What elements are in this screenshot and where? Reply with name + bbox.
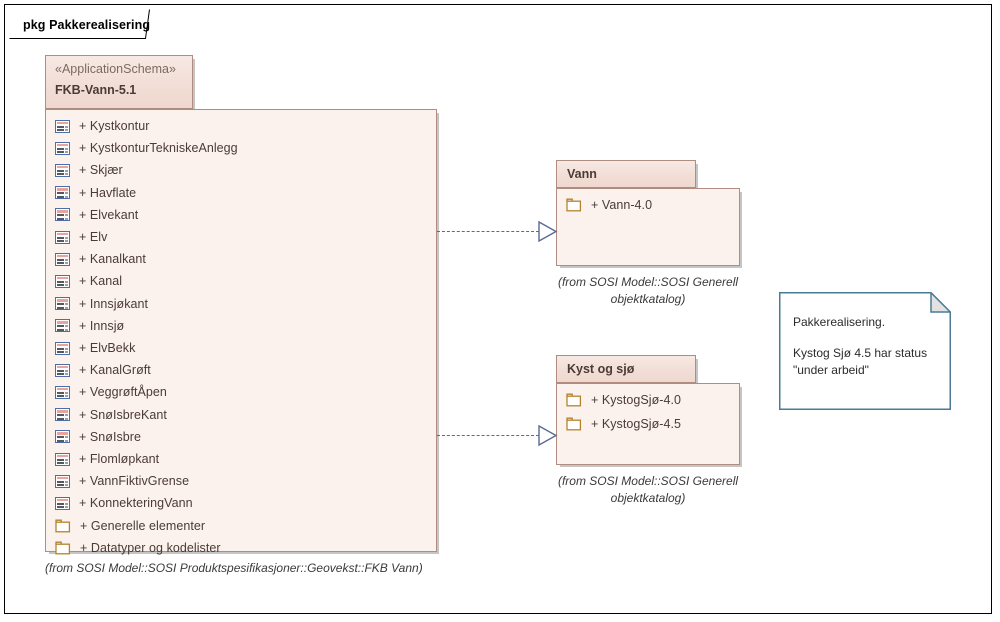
- package-member-row[interactable]: + KystogSjø-4.0: [566, 389, 681, 411]
- package-member-row[interactable]: + Vann-4.0: [566, 194, 652, 216]
- package-member-row[interactable]: + Flomløpkant: [55, 448, 159, 470]
- package-member-label: + KystogSjø-4.0: [591, 393, 682, 407]
- class-icon: [55, 496, 70, 510]
- class-icon: [55, 341, 70, 355]
- kystogsjo-package-caption: (from SOSI Model::SOSI Generell objektka…: [536, 473, 760, 507]
- vann-caption-line1: (from SOSI Model::SOSI Generell: [557, 275, 739, 289]
- package-member-row[interactable]: + SnøIsbreKant: [55, 404, 167, 426]
- package-member-row[interactable]: + Datatyper og kodelister: [55, 537, 221, 559]
- class-icon: [55, 319, 70, 333]
- package-member-row[interactable]: + Skjær: [55, 159, 123, 181]
- class-icon: [55, 297, 70, 311]
- package-member-row[interactable]: + Innsjø: [55, 315, 124, 337]
- vann-package-caption: (from SOSI Model::SOSI Generell objektka…: [536, 274, 760, 308]
- package-member-label: + Kystkontur: [79, 119, 150, 133]
- package-member-row[interactable]: + SnøIsbre: [55, 426, 141, 448]
- class-icon: [55, 385, 70, 399]
- frame-title: pkg Pakkerealisering: [23, 18, 151, 32]
- main-package-body[interactable]: + Kystkontur + KystkonturTekniskeAnlegg + …: [45, 109, 437, 555]
- realization-arrowhead-vann: [538, 221, 558, 242]
- package-member-label: + VannFiktivGrense: [79, 474, 190, 489]
- folder-icon: [566, 393, 582, 407]
- kystogsjo-package-body[interactable]: + KystogSjø-4.0 + KystogSjø-4.5: [556, 383, 740, 465]
- realization-connector-vann[interactable]: [437, 231, 539, 232]
- package-member-label: + Kanalkant: [79, 252, 146, 267]
- class-icon: [55, 252, 70, 266]
- package-member-row[interactable]: + Kanal: [55, 270, 122, 292]
- main-package-stereotype: «ApplicationSchema»: [55, 62, 176, 76]
- package-member-row[interactable]: + KonnekteringVann: [55, 492, 193, 514]
- package-member-label: + ElvBekk: [79, 341, 136, 355]
- main-package-caption: (from SOSI Model::SOSI Produktspesifikas…: [45, 561, 423, 575]
- class-icon: [55, 474, 70, 488]
- class-icon: [55, 408, 70, 422]
- note-line-1: Pakkerealisering.: [793, 315, 886, 329]
- package-member-label: + Innsjø: [79, 318, 125, 333]
- package-member-label: + SnøIsbreKant: [79, 407, 167, 422]
- folder-icon: [566, 417, 582, 431]
- class-icon: [55, 163, 70, 177]
- vann-package-tab[interactable]: Vann: [556, 160, 696, 188]
- class-icon: [55, 141, 70, 155]
- folder-icon: [55, 541, 71, 555]
- package-member-label: + Elvekant: [79, 207, 139, 222]
- package-member-row[interactable]: + Generelle elementer: [55, 515, 205, 537]
- kystogsjo-caption-line1: (from SOSI Model::SOSI Generell: [557, 474, 739, 488]
- package-member-label: + VeggrøftÅpen: [79, 385, 167, 400]
- class-icon: [55, 430, 70, 444]
- class-icon: [55, 363, 70, 377]
- note-shape: [779, 292, 951, 410]
- package-member-row[interactable]: + Innsjøkant: [55, 293, 148, 315]
- package-member-label: + Innsjøkant: [79, 296, 149, 311]
- package-member-row[interactable]: + Kanalkant: [55, 248, 146, 270]
- main-package-tab[interactable]: «ApplicationSchema» FKB-Vann-5.1: [45, 55, 193, 109]
- note-box[interactable]: Pakkerealisering. Kystog Sjø 4.5 har sta…: [779, 292, 951, 410]
- frame-tab-shape: [9, 9, 169, 39]
- class-icon: [55, 208, 70, 222]
- package-member-row[interactable]: + Kystkontur: [55, 115, 149, 137]
- package-member-row[interactable]: + ElvBekk: [55, 337, 135, 359]
- vann-caption-line2: objektkatalog): [610, 292, 686, 306]
- package-member-label: + Skjær: [79, 163, 123, 178]
- realization-arrowhead-kystogsjo: [538, 425, 558, 446]
- package-member-label: + Flomløpkant: [79, 452, 160, 466]
- kystogsjo-package-tab[interactable]: Kyst og sjø: [556, 355, 696, 383]
- package-member-label: + Kanal: [79, 274, 123, 289]
- package-member-label: + KonnekteringVann: [79, 496, 193, 511]
- package-member-label: + KystkonturTekniskeAnlegg: [79, 141, 238, 156]
- package-member-row[interactable]: + Elv: [55, 226, 107, 248]
- package-member-row[interactable]: + KanalGrøft: [55, 359, 151, 381]
- package-member-row[interactable]: + VeggrøftÅpen: [55, 381, 167, 403]
- note-line-2: Kystog Sjø 4.5 har status "under arbeid": [793, 346, 928, 377]
- package-member-row[interactable]: + KystkonturTekniskeAnlegg: [55, 137, 238, 159]
- class-icon: [55, 186, 70, 200]
- class-icon: [55, 119, 70, 133]
- package-member-row[interactable]: + Havflate: [55, 182, 136, 204]
- kystogsjo-caption-line2: objektkatalog): [610, 491, 686, 505]
- package-member-label: + SnøIsbre: [79, 429, 141, 444]
- class-icon: [55, 230, 70, 244]
- kystogsjo-package-name: Kyst og sjø: [567, 362, 635, 376]
- package-member-label: + Generelle elementer: [80, 518, 206, 533]
- vann-package-body[interactable]: + Vann-4.0: [556, 188, 740, 266]
- note-text: Pakkerealisering. Kystog Sjø 4.5 har sta…: [793, 314, 943, 379]
- class-icon: [55, 452, 70, 466]
- package-member-label: + Havflate: [79, 185, 137, 200]
- vann-package-name: Vann: [567, 167, 597, 181]
- package-member-label: + Elv: [79, 230, 108, 244]
- package-member-label: + Datatyper og kodelister: [80, 540, 221, 555]
- package-member-row[interactable]: + Elvekant: [55, 204, 138, 226]
- package-member-label: + KanalGrøft: [79, 363, 151, 378]
- package-member-row[interactable]: + KystogSjø-4.5: [566, 413, 681, 435]
- folder-icon: [55, 519, 71, 533]
- package-member-label: + Vann-4.0: [591, 198, 653, 212]
- main-package-name: FKB-Vann-5.1: [55, 83, 137, 97]
- package-member-row[interactable]: + VannFiktivGrense: [55, 470, 189, 492]
- folder-icon: [566, 198, 582, 212]
- realization-connector-kystogsjo[interactable]: [437, 435, 539, 436]
- package-member-label: + KystogSjø-4.5: [591, 417, 682, 431]
- class-icon: [55, 274, 70, 288]
